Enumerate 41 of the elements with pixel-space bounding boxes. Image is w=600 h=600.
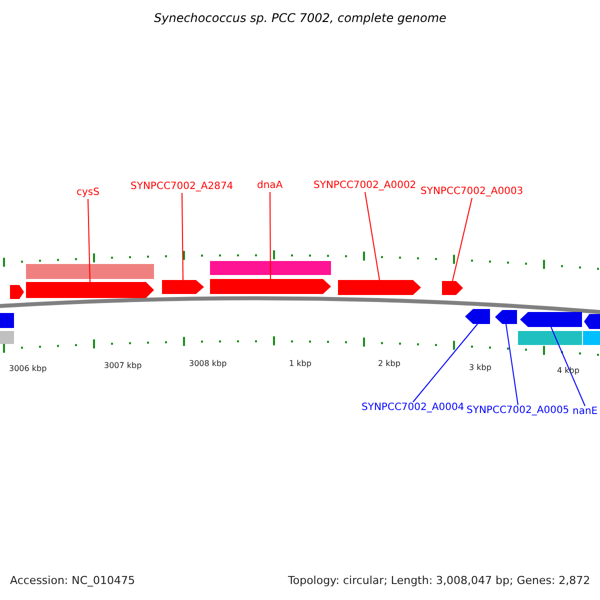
scale-label: 3006 kbp: [9, 363, 47, 375]
leader-line: [182, 192, 184, 280]
leader-line: [550, 326, 586, 406]
scale-label: 3007 kbp: [104, 360, 142, 372]
leader-line: [506, 324, 518, 406]
gene-label: SYNPCC7002_A2874: [130, 181, 234, 193]
leader-line: [270, 192, 271, 280]
gene-feature: [0, 331, 14, 344]
leader-line: [88, 198, 90, 282]
scale-label: 3008 kbp: [189, 358, 227, 370]
gene-feature: [162, 280, 204, 294]
gene-label: SYNPCC7002_A0003: [420, 186, 524, 198]
gene-label: SYNPCC7002_A0004: [362, 402, 464, 414]
gene-feature: [442, 281, 463, 295]
scale-label: 1 kbp: [289, 358, 312, 370]
gene-label: cysS: [76, 187, 100, 199]
map-title: Synechococcus sp. PCC 7002, complete genome: [154, 12, 446, 24]
gene-label: SYNPCC7002_A0005: [466, 405, 570, 417]
gene-feature: [26, 264, 154, 279]
gene-feature: [0, 313, 14, 328]
footer-text: Topology: circular; Length: 3,008,047 bp; Genes: 2,872: [288, 575, 590, 587]
scale-label: 3 kbp: [469, 362, 492, 374]
gene-feature: [520, 312, 582, 327]
leader-line: [452, 198, 472, 282]
gene-feature: [584, 314, 600, 329]
gene-feature: [518, 331, 582, 345]
gene-label: SYNPCC7002_A0002: [314, 180, 416, 192]
scale-label: 2 kbp: [378, 358, 400, 370]
gene-feature: [495, 310, 517, 324]
gene-feature: [583, 331, 600, 345]
gene-label: nanE: [572, 406, 598, 418]
gene-label: dnaA: [257, 180, 283, 192]
gene-feature: [465, 309, 490, 324]
leader-line: [364, 192, 380, 280]
footer-text: Accession: NC_010475: [10, 575, 136, 587]
gene-feature: [210, 261, 331, 275]
gene-feature: [26, 282, 154, 298]
gene-feature: [10, 285, 24, 299]
leader-line: [412, 324, 478, 402]
gene-feature: [338, 280, 421, 295]
gene-feature: [210, 279, 331, 294]
